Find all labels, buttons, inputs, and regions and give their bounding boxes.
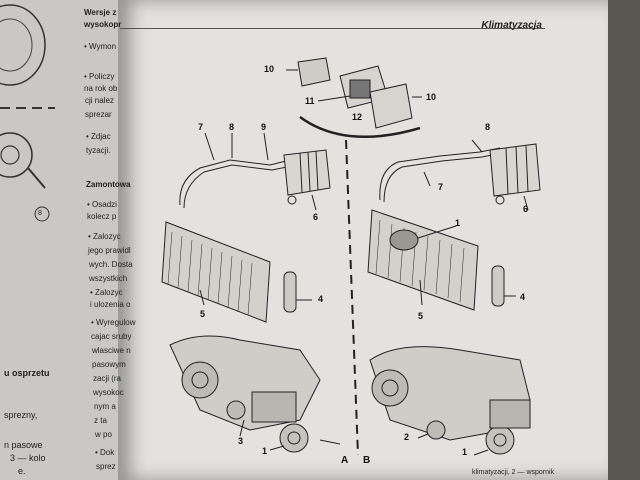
callout-2: 2 <box>404 432 410 442</box>
text-line: pasowym <box>92 360 126 369</box>
callout-8: 8 <box>485 122 491 132</box>
callout-12: 12 <box>352 112 363 122</box>
text-line: • Policzy <box>84 72 115 81</box>
section-label-a: A <box>341 455 349 466</box>
callout-3: 3 <box>238 436 244 446</box>
text-line: i ulozenia o <box>90 300 131 309</box>
callout-7: 7 <box>198 122 204 132</box>
right-assembly-drawing <box>367 139 541 456</box>
left-marker: 8 <box>38 210 42 217</box>
text-line: • Zalozyc <box>88 232 121 241</box>
text-line: kolecz p <box>87 212 117 221</box>
text-line: z ta <box>94 416 107 425</box>
page-title: Klimatyzacja <box>481 20 542 31</box>
figure-caption: klimatyzacji, 2 — wspornik <box>472 469 555 476</box>
text-line: sprezar <box>85 110 112 119</box>
left-line-5: e. <box>18 466 26 476</box>
evaporator-housing-drawing <box>286 57 422 129</box>
header-rule <box>120 28 545 29</box>
callout-11: 11 <box>305 96 315 106</box>
text-line: • Wymon <box>84 42 117 51</box>
page-edge <box>608 0 640 480</box>
text-line: wszystkich <box>89 274 128 283</box>
text-line: • Zdjac <box>86 132 111 141</box>
left-assembly-drawing <box>161 132 341 453</box>
text-line: tyzacji. <box>86 146 111 155</box>
left-line-1: u osprzetu <box>4 368 50 378</box>
callout-10: 10 <box>426 92 437 102</box>
text-line: wlasciwe n <box>92 346 131 355</box>
callout-8: 8 <box>229 122 235 132</box>
text-line: sprez <box>96 462 116 471</box>
callout-9: 9 <box>261 122 267 132</box>
callout-4: 4 <box>318 294 324 304</box>
callout-5: 5 <box>418 311 424 321</box>
text-line: nym a <box>94 402 116 411</box>
callout-1: 1 <box>462 447 468 457</box>
text-line: • Osadzi <box>87 200 117 209</box>
text-line: wysokopr <box>84 20 122 29</box>
text-line: • Wyregulow <box>91 318 136 327</box>
callout-10: 10 <box>264 64 275 74</box>
left-line-2: sprezny, <box>4 410 38 420</box>
callout-7: 7 <box>438 182 444 192</box>
text-line: • Dok <box>95 448 115 457</box>
left-line-4: 3 — kolo <box>10 453 46 463</box>
text-line: Zamontowa <box>86 180 131 189</box>
callout-4: 4 <box>520 292 526 302</box>
callout-1: 1 <box>262 446 268 456</box>
text-line: jego prawidl <box>88 246 131 255</box>
text-line: cji nalez <box>85 96 114 105</box>
callout-1: 1 <box>455 218 461 228</box>
text-line: zacji (ra <box>93 374 122 383</box>
text-line: wych. Dosta <box>89 260 133 269</box>
section-label-b: B <box>363 455 371 466</box>
text-line: w po <box>95 430 112 439</box>
text-line: cajac sruby <box>91 332 132 341</box>
text-line: Wersje z <box>84 8 117 17</box>
callout-6: 6 <box>313 212 319 222</box>
callout-6: 6 <box>523 204 529 214</box>
callout-5: 5 <box>200 309 206 319</box>
text-line: na rok ob <box>84 84 118 93</box>
text-line: • Zalozyc <box>90 288 123 297</box>
left-line-3: n pasowe <box>4 440 43 450</box>
text-line: wysokoc <box>93 388 124 397</box>
